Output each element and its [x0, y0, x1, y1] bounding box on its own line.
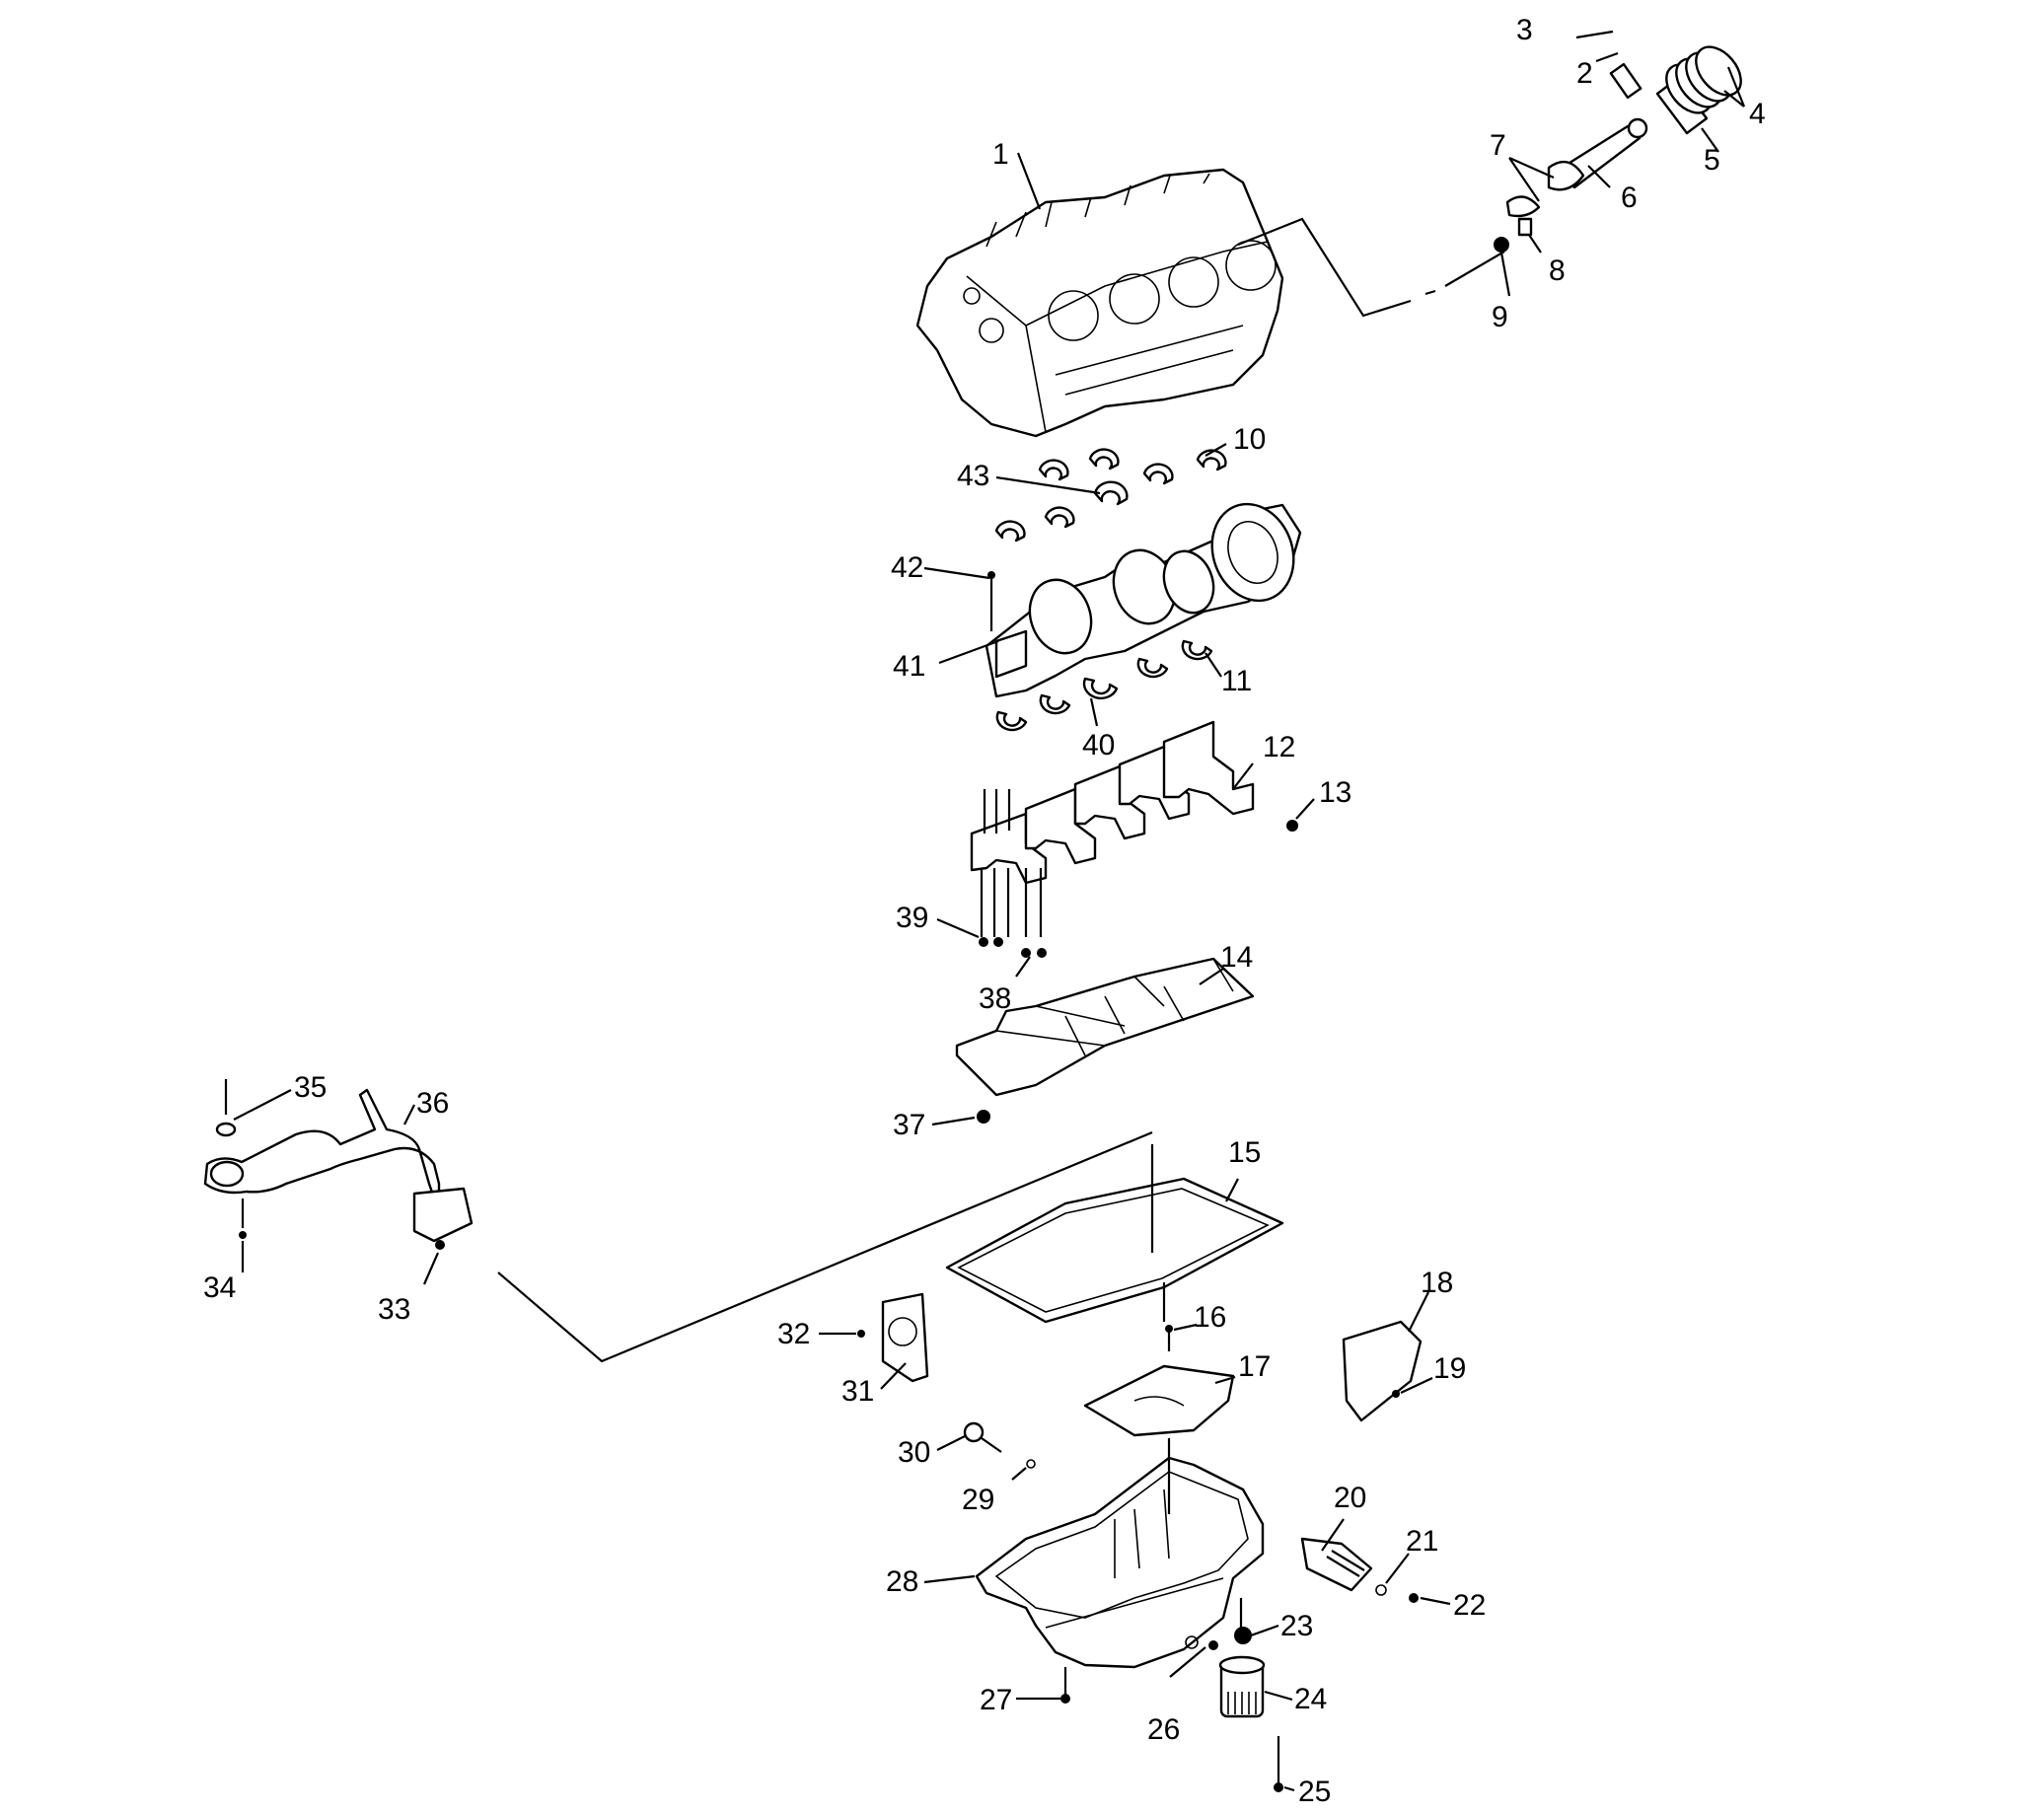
oil-filter [1218, 1627, 1283, 1792]
upper-bearings [994, 448, 1227, 543]
callout-39: 39 [896, 902, 928, 934]
callout-2: 2 [1576, 57, 1593, 90]
callout-27: 27 [980, 1684, 1012, 1716]
oil-pan [975, 1456, 1265, 1669]
callout-7: 7 [1490, 129, 1506, 162]
callout-4: 4 [1749, 98, 1766, 130]
callout-28: 28 [886, 1565, 918, 1598]
callout-9: 9 [1492, 301, 1508, 333]
oil-pan-baffle [1083, 1325, 1235, 1437]
callout-10: 10 [1233, 423, 1266, 456]
callout-24: 24 [1294, 1683, 1327, 1715]
callout-25: 25 [1298, 1776, 1331, 1808]
pan-hardware [1060, 1537, 1419, 1704]
rear-cover [857, 1292, 929, 1383]
side-cover [1342, 1320, 1423, 1422]
oil-pickup-tube [203, 1079, 474, 1250]
callout-29: 29 [962, 1484, 994, 1516]
callout-17: 17 [1238, 1350, 1271, 1383]
callout-18: 18 [1421, 1267, 1453, 1299]
callout-1: 1 [992, 138, 1009, 171]
callout-40: 40 [1082, 729, 1115, 762]
callout-3: 3 [1516, 14, 1533, 46]
callout-8: 8 [1549, 254, 1566, 287]
callout-34: 34 [203, 1271, 236, 1304]
callout-31: 31 [841, 1375, 874, 1408]
callout-38: 38 [979, 982, 1011, 1015]
windage-tray [955, 957, 1255, 1124]
callout-42: 42 [891, 551, 923, 584]
piston-assembly [1494, 45, 1742, 253]
callout-43: 43 [957, 460, 989, 492]
connection-lines [497, 217, 1505, 1628]
callout-19: 19 [1433, 1352, 1466, 1385]
callout-13: 13 [1319, 776, 1351, 809]
drain-plug [963, 1421, 1036, 1469]
callout-32: 32 [777, 1318, 810, 1350]
callout-33: 33 [378, 1293, 410, 1326]
main-bolts [979, 868, 1047, 958]
callout-22: 22 [1453, 1589, 1486, 1622]
callout-16: 16 [1194, 1301, 1226, 1334]
engine-block [915, 168, 1284, 438]
callout-37: 37 [893, 1109, 925, 1141]
callout-20: 20 [1334, 1482, 1366, 1514]
callout-5: 5 [1704, 144, 1720, 177]
callout-36: 36 [416, 1087, 449, 1120]
callout-11: 11 [1221, 665, 1252, 697]
callout-labels: 1 2 3 4 5 6 7 8 9 10 11 12 13 14 15 16 1… [203, 14, 1766, 1808]
callout-41: 41 [893, 650, 925, 683]
callout-14: 14 [1220, 941, 1253, 974]
callout-35: 35 [294, 1071, 327, 1104]
main-bearing-caps [970, 720, 1298, 885]
oil-pan-gasket [945, 1177, 1284, 1324]
callout-30: 30 [898, 1436, 930, 1469]
leader-lines [233, 30, 1746, 1792]
callout-12: 12 [1263, 731, 1295, 763]
callout-21: 21 [1406, 1525, 1438, 1558]
callout-26: 26 [1147, 1713, 1180, 1746]
lower-bearings [995, 639, 1213, 732]
callout-6: 6 [1621, 182, 1638, 214]
crankshaft [985, 502, 1302, 698]
callout-15: 15 [1228, 1136, 1261, 1169]
callout-23: 23 [1280, 1610, 1313, 1642]
